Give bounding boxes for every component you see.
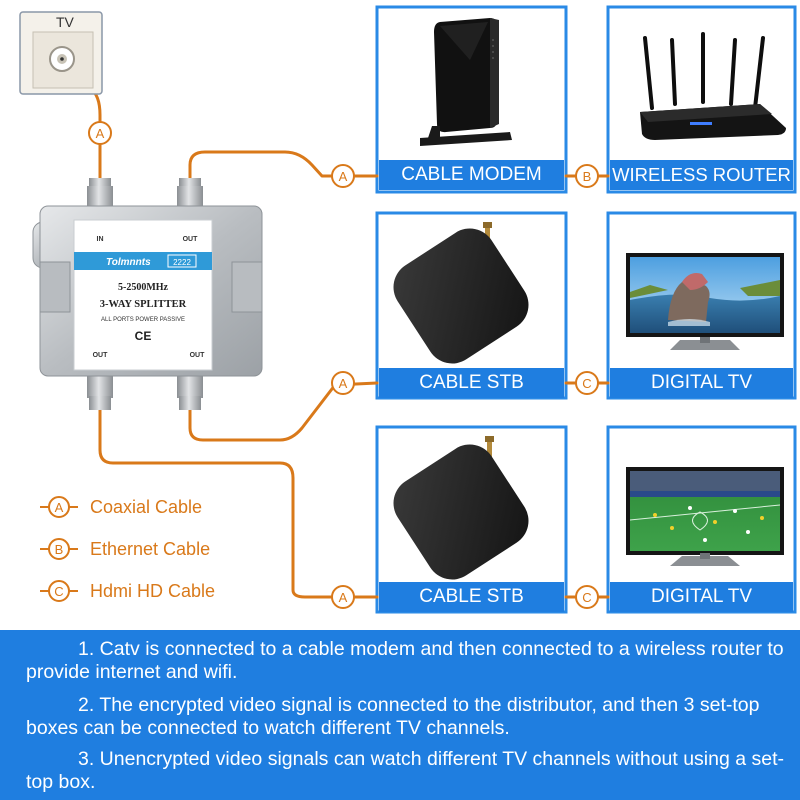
splitter-ce-mark: CE <box>135 329 152 343</box>
legend-text-hdmi: Hdmi HD Cable <box>90 580 216 601</box>
badge-c-tv-2: C <box>575 585 599 609</box>
wireless-router-label: WIRELESS ROUTER <box>610 160 793 190</box>
legend-badge-a: A <box>40 496 78 518</box>
digital-tv-1-label: DIGITAL TV <box>610 368 793 398</box>
instructions-panel: 1. Catv is connected to a cable modem an… <box>0 630 800 800</box>
legend-text-coaxial: Coaxial Cable <box>90 496 203 517</box>
instruction-1: 1. Catv is connected to a cable modem an… <box>26 638 784 683</box>
splitter-brand: Tolmnnts <box>106 257 151 268</box>
cable-modem-icon <box>420 18 512 146</box>
badge-b-router: B <box>575 164 599 188</box>
splitter-port-out-bottom-left: OUT <box>93 352 109 359</box>
legend-item-hdmi: C Hdmi HD Cable <box>40 578 215 604</box>
wall-outlet-label: TV <box>56 14 75 30</box>
badge-a-wall: A <box>88 121 112 145</box>
svg-text:B: B <box>583 169 592 184</box>
badge-a-stb-2: A <box>331 585 355 609</box>
splitter-frequency: 5-2500MHz <box>118 282 169 293</box>
wall-outlet-icon <box>19 11 103 95</box>
splitter-model: 2222 <box>173 258 191 267</box>
svg-text:A: A <box>339 376 348 391</box>
legend-badge-b: B <box>40 538 78 560</box>
cable-stb-2-label: CABLE STB <box>379 582 564 612</box>
instruction-3: 3. Unencrypted video signals can watch d… <box>26 748 785 793</box>
coax-out-to-modem <box>188 150 379 184</box>
coax-out-to-stb-2 <box>98 406 379 599</box>
svg-text:A: A <box>96 126 105 141</box>
instruction-2: 2. The encrypted video signal is connect… <box>26 694 760 739</box>
tv-icon <box>626 467 784 566</box>
svg-text:A: A <box>55 500 64 515</box>
coax-out-to-stb-1 <box>188 381 379 442</box>
svg-text:C: C <box>582 590 591 605</box>
set-top-box-icon <box>393 222 529 364</box>
badge-a-modem: A <box>331 164 355 188</box>
svg-text:B: B <box>55 542 64 557</box>
wireless-router-icon <box>643 32 765 110</box>
splitter-icon <box>32 178 263 410</box>
splitter-subtitle: ALL PORTS POWER PASSIVE <box>101 317 185 323</box>
splitter-name: 3-WAY SPLITTER <box>100 299 187 310</box>
legend-item-coaxial: A Coaxial Cable <box>40 494 202 520</box>
cable-modem-label: CABLE MODEM <box>379 160 564 190</box>
legend-text-ethernet: Ethernet Cable <box>90 538 211 559</box>
svg-text:C: C <box>582 376 591 391</box>
splitter-port-out-bottom-right: OUT <box>190 352 206 359</box>
svg-text:A: A <box>339 169 348 184</box>
digital-tv-2-label: DIGITAL TV <box>610 582 793 612</box>
legend-item-ethernet: B Ethernet Cable <box>40 536 210 562</box>
legend-badge-c: C <box>40 580 78 602</box>
badge-a-stb-1: A <box>331 371 355 395</box>
set-top-box-icon <box>393 436 529 580</box>
svg-text:C: C <box>54 584 63 599</box>
splitter-port-in: IN <box>97 236 104 243</box>
svg-text:A: A <box>339 590 348 605</box>
badge-c-tv-1: C <box>575 371 599 395</box>
tv-icon <box>626 253 784 350</box>
cable-stb-1-label: CABLE STB <box>379 368 564 398</box>
splitter-port-out-top: OUT <box>183 236 199 243</box>
